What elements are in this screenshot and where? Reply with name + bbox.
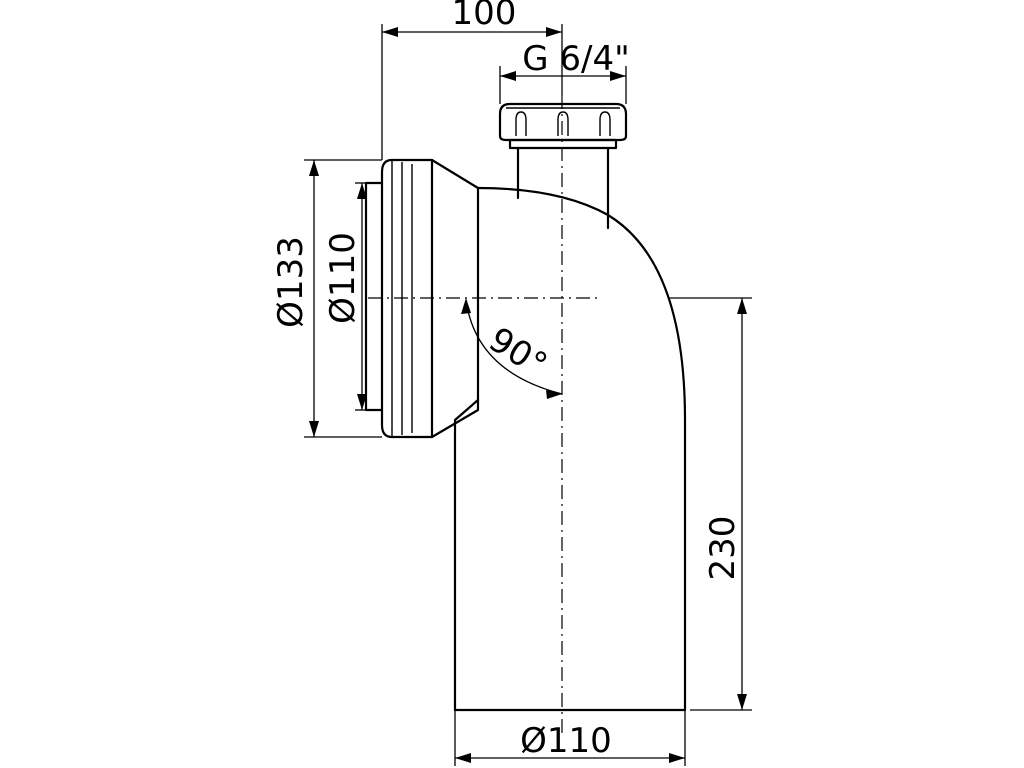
arrow (309, 421, 319, 437)
arrow (737, 298, 747, 314)
socket-lip (364, 181, 384, 412)
nut-rib-3 (599, 111, 611, 136)
socket-outer (380, 158, 434, 439)
arrow (669, 753, 685, 763)
dim-angle-arc (465, 299, 563, 395)
nut-rib-2 (557, 111, 569, 136)
thread-nut (498, 102, 628, 142)
dim-height: 230 (668, 297, 752, 711)
center-lines (368, 95, 600, 735)
arrow (461, 298, 471, 314)
arrow (500, 71, 516, 81)
elbow-inner-contour (453, 398, 480, 712)
dim-socket-inner: Ø110 (323, 182, 367, 411)
dim-height-label: 230 (703, 516, 743, 581)
arrow (455, 753, 471, 763)
arrow (309, 160, 319, 176)
dim-outlet: Ø110 (454, 710, 686, 766)
dim-socket-outer-label: Ø133 (271, 236, 311, 328)
dim-socket-outer: Ø133 (271, 159, 382, 438)
arrow (357, 394, 367, 410)
branch-tube (516, 146, 610, 230)
socket-collar (430, 158, 480, 439)
nut-rib-1 (515, 111, 527, 136)
top-branch (498, 102, 628, 230)
dim-offset-label: 100 (452, 0, 517, 33)
branch-neck (508, 138, 618, 150)
arrow (382, 27, 398, 37)
arrow (546, 390, 562, 399)
dim-thread: G 6/4" (499, 39, 630, 104)
dim-angle-label: 90° (482, 320, 554, 386)
arrow (610, 71, 626, 81)
dim-offset: 100 (381, 0, 563, 160)
arrow (357, 183, 367, 199)
dim-outlet-label: Ø110 (520, 721, 612, 761)
dim-thread-label: G 6/4" (522, 39, 630, 79)
pipe-body (430, 158, 687, 712)
arrow (546, 27, 562, 37)
arrow (737, 694, 747, 710)
dim-socket-inner-label: Ø110 (323, 232, 363, 324)
elbow-outer-contour (476, 186, 687, 712)
dim-angle: 90° (461, 298, 563, 399)
